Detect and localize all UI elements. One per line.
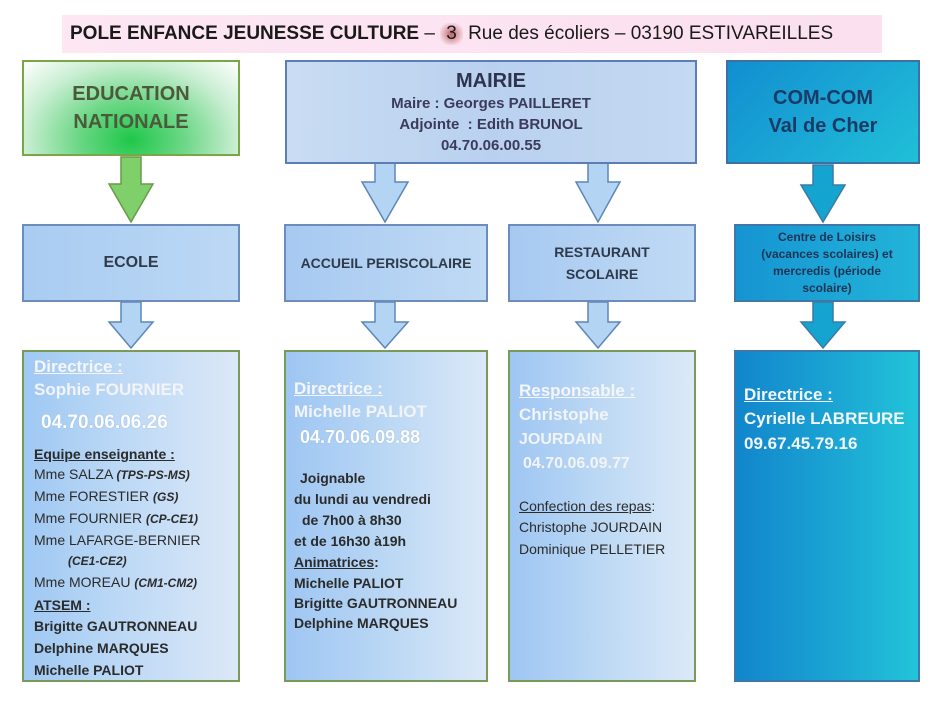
header-street-number: 3 — [440, 23, 463, 45]
restaurant-line1: RESTAURANT — [554, 244, 650, 260]
arrow-education-to-ecole — [107, 156, 155, 224]
animatrices-label: Animatrices — [294, 554, 375, 570]
cc-director-name: Cyrielle LABREURE — [744, 409, 905, 428]
teacher-row: Mme FORESTIER (GS) — [34, 486, 228, 508]
comcom-line1: COM-COM — [773, 87, 873, 109]
mairie-maire: Maire : Georges PAILLERET — [391, 94, 591, 112]
teacher-row: Mme FOURNIER (CP-CE1) — [34, 508, 228, 530]
peri-hours-line: du lundi au vendredi — [294, 491, 431, 507]
confection-colon: : — [651, 498, 656, 514]
atsem-member: Brigitte GAUTRONNEAU — [34, 618, 198, 634]
ecole-team-label: Equipe enseignante : — [34, 446, 175, 462]
header-address: Rue des écoliers – 03190 ESTIVAREILLES — [462, 23, 834, 44]
arrow-loisirs-to-details — [799, 301, 847, 350]
animatrice-name: Michelle PALIOT — [294, 575, 404, 591]
ecole-details-box: Directrice : Sophie FOURNIER 04.70.06.06… — [22, 350, 240, 682]
loisirs-line4: scolaire) — [802, 281, 852, 295]
animatrice-name: Brigitte GAUTRONNEAU — [294, 595, 458, 611]
teacher-name: Mme LAFARGE-BERNIER — [34, 532, 201, 548]
accueil-periscolaire-box: ACCUEIL PERISCOLAIRE — [284, 224, 488, 302]
arrow-mairie-to-restaurant — [574, 155, 622, 224]
arrow-comcom-to-loisirs — [799, 164, 847, 224]
animatrices-heading: Animatrices: — [294, 552, 476, 573]
comcom-box: COM-COM Val de Cher — [726, 60, 920, 164]
teacher-classes: (CP-CE1) — [146, 512, 199, 526]
cc-phone: 09.67.45.79.16 — [744, 434, 858, 453]
education-line2: NATIONALE — [73, 111, 189, 133]
resto-staff-name: Dominique PELLETIER — [519, 541, 666, 557]
teacher-name: Mme FORESTIER — [34, 488, 154, 504]
ecole-director-label: Directrice : — [34, 357, 123, 376]
teacher-row: (CE1-CE2) — [34, 551, 228, 570]
teacher-row: Mme LAFARGE-BERNIER — [34, 530, 228, 551]
mairie-adjointe: Adjointe : Edith BRUNOL — [399, 115, 583, 133]
cc-director-label: Directrice : — [744, 385, 833, 404]
education-nationale-box: EDUCATION NATIONALE — [22, 60, 240, 156]
peri-hours-line: et de 16h30 à19h — [294, 533, 407, 549]
restaurant-line2: SCOLAIRE — [565, 266, 639, 282]
arrow-restaurant-to-details — [574, 301, 622, 350]
header-dash: – — [419, 23, 441, 44]
education-line1: EDUCATION — [72, 83, 190, 105]
teacher-name: Mme SALZA — [34, 466, 117, 482]
centre-de-loisirs-box: Centre de Loisirs (vacances scolaires) e… — [734, 224, 920, 302]
resto-staff-name: Christophe JOURDAIN — [519, 519, 663, 535]
resto-phone: 04.70.06.09.77 — [523, 455, 630, 472]
teacher-classes: (TPS-PS-MS) — [116, 468, 190, 482]
mairie-title: MAIRIE — [456, 69, 526, 92]
ecole-director-name: Sophie FOURNIER — [34, 380, 185, 399]
resto-name-line2: JOURDAIN — [519, 431, 603, 448]
ecole-phone: 04.70.06.06.26 — [41, 412, 168, 433]
periscolaire-label: ACCUEIL PERISCOLAIRE — [300, 255, 472, 271]
mairie-phone: 04.70.06.00.55 — [440, 136, 542, 154]
teacher-list: Mme SALZA (TPS-PS-MS) Mme FORESTIER (GS)… — [34, 464, 228, 595]
teacher-name: Mme FOURNIER — [34, 510, 146, 526]
confection-label: Confection des repas — [519, 498, 652, 514]
atsem-label: ATSEM : — [34, 597, 91, 613]
peri-hours-line: Joignable — [300, 470, 366, 486]
comcom-details-box: Directrice : Cyrielle LABREURE 09.67.45.… — [734, 350, 920, 682]
mairie-box: MAIRIE Maire : Georges PAILLERET Adjoint… — [285, 60, 697, 164]
resto-name-line1: Christophe — [519, 405, 609, 424]
loisirs-line1: Centre de Loisirs — [777, 230, 877, 244]
peri-hours-line: de 7h00 à 8h30 — [302, 512, 402, 528]
peri-director-label: Directrice : — [294, 379, 383, 398]
arrow-ecole-to-details — [107, 301, 155, 350]
peri-director-name: Michelle PALIOT — [294, 402, 427, 421]
peri-hours: Joignable du lundi au vendredi de 7h00 à… — [294, 468, 476, 552]
ecole-box: ECOLE — [22, 224, 240, 302]
loisirs-line2: (vacances scolaires) et — [761, 247, 893, 261]
teacher-name: Mme MOREAU — [34, 574, 135, 590]
arrow-periscolaire-to-details — [360, 301, 410, 350]
peri-phone: 04.70.06.09.88 — [300, 427, 421, 447]
teacher-classes: (CM1-CM2) — [134, 576, 198, 590]
header-title: POLE ENFANCE JEUNESSE CULTURE — [70, 23, 420, 44]
atsem-member: Michelle PALIOT — [34, 662, 144, 678]
periscolaire-details-box: Directrice : Michelle PALIOT 04.70.06.09… — [284, 350, 488, 682]
restaurant-scolaire-box: RESTAURANT SCOLAIRE — [508, 224, 696, 302]
page-header: POLE ENFANCE JEUNESSE CULTURE – 3 Rue de… — [62, 15, 882, 53]
animatrice-name: Delphine MARQUES — [294, 615, 429, 631]
restaurant-details-box: Responsable : Christophe JOURDAIN 04.70.… — [508, 350, 696, 682]
ecole-label: ECOLE — [103, 254, 159, 271]
loisirs-line3: mercredis (période — [772, 264, 882, 278]
animatrices-colon: : — [374, 554, 379, 570]
confection-heading: Confection des repas: — [519, 496, 684, 516]
atsem-member: Delphine MARQUES — [34, 640, 169, 656]
teacher-classes: (CE1-CE2) — [68, 554, 127, 568]
teacher-row: Mme MOREAU (CM1-CM2) — [34, 570, 228, 595]
resto-responsable-label: Responsable : — [519, 381, 636, 400]
teacher-classes: (GS) — [153, 490, 179, 504]
teacher-row: Mme SALZA (TPS-PS-MS) — [34, 464, 228, 486]
comcom-line2: Val de Cher — [768, 115, 878, 137]
